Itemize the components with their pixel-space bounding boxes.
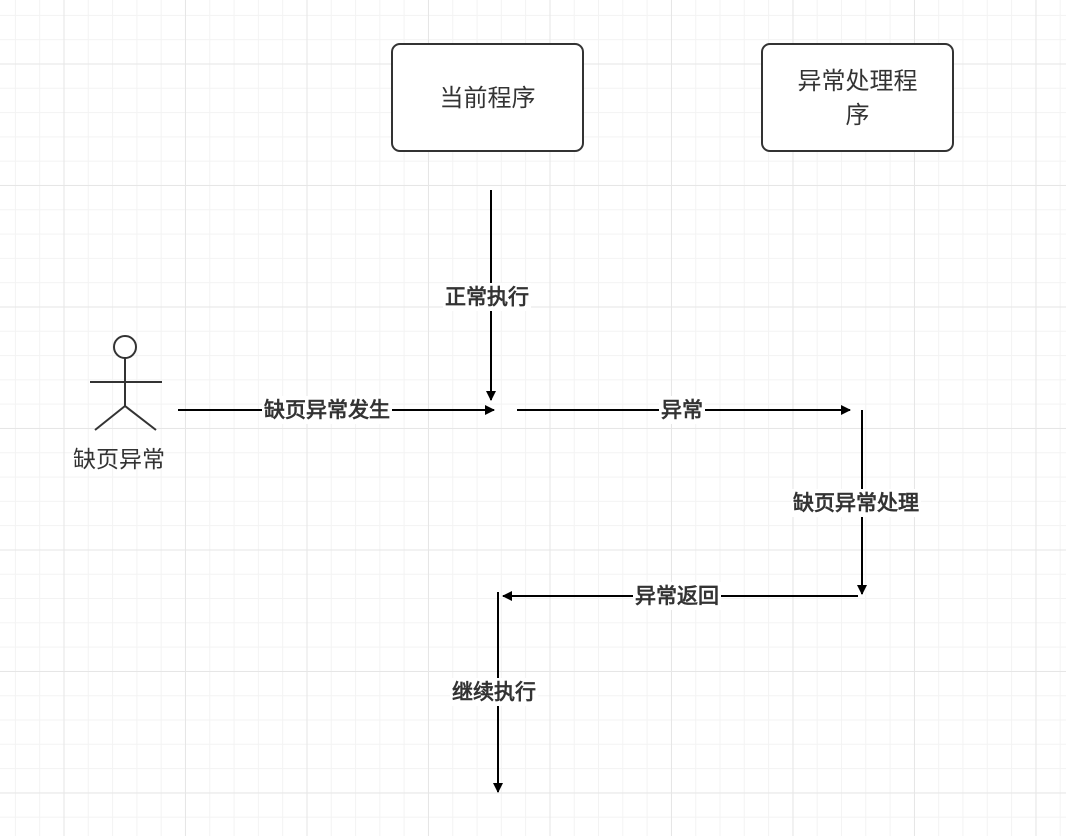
continue-execution-label: 继续执行 bbox=[450, 678, 538, 706]
exception-return-label: 异常返回 bbox=[633, 582, 721, 610]
exception-handler-box[interactable]: 异常处理程序 bbox=[761, 43, 954, 152]
actor-right-leg bbox=[124, 405, 157, 431]
page-fault-occurs-label: 缺页异常发生 bbox=[262, 396, 392, 424]
normal-execution-label: 正常执行 bbox=[443, 283, 531, 311]
page-fault-handling-label: 缺页异常处理 bbox=[791, 489, 921, 517]
actor-label: 缺页异常 bbox=[73, 447, 165, 473]
actor-left-leg bbox=[94, 405, 126, 431]
actor-figure[interactable] bbox=[90, 335, 162, 431]
exception-label: 异常 bbox=[659, 396, 705, 424]
exception-handler-label: 异常处理程序 bbox=[797, 66, 918, 129]
actor-head bbox=[113, 335, 137, 359]
current-program-box[interactable]: 当前程序 bbox=[391, 43, 584, 152]
current-program-label: 当前程序 bbox=[439, 83, 536, 112]
